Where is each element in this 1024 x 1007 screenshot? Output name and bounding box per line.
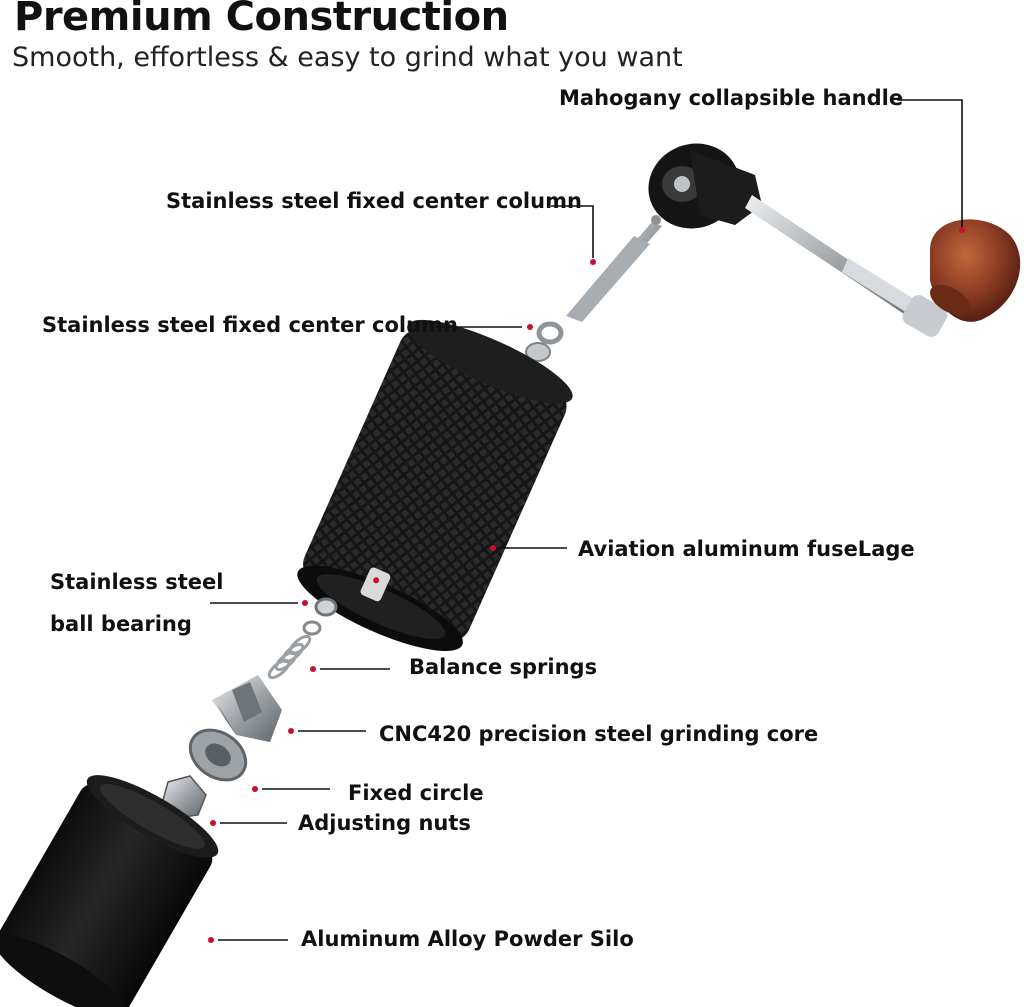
page-subtitle: Smooth, effortless & easy to grind what … (12, 42, 683, 73)
marker-springs (310, 666, 316, 672)
leader-handle (897, 99, 963, 228)
leader-lines (210, 99, 963, 941)
fuselage-illustration (297, 319, 573, 651)
page-title: Premium Construction (14, 0, 509, 40)
label-bearing-line2: ball bearing (50, 612, 192, 636)
marker-fuselage (490, 545, 496, 551)
marker-bearing (302, 600, 308, 606)
label-fixed-circle: Fixed circle (348, 781, 484, 805)
marker-dots (208, 227, 965, 943)
marker-handle (959, 227, 965, 233)
label-bearing-line1: Stainless steel (50, 570, 224, 594)
washer-illustration (525, 321, 564, 362)
handle-illustration (648, 143, 1021, 337)
label-nuts: Adjusting nuts (298, 811, 471, 835)
label-fuselage: Aviation aluminum fuseLage (578, 537, 915, 561)
label-springs: Balance springs (409, 655, 598, 679)
label-column-top: Stainless steel fixed center column (166, 189, 582, 213)
bearing-illustration (302, 597, 338, 636)
label-column-lower: Stainless steel fixed center column (42, 313, 458, 337)
label-handle: Mahogany collapsible handle (559, 86, 904, 110)
marker-grinding-core (288, 728, 294, 734)
springs-illustration (267, 634, 312, 680)
grinding-core-illustration (212, 675, 282, 742)
label-silo: Aluminum Alloy Powder Silo (301, 927, 634, 951)
fixed-circle-illustration (188, 728, 248, 782)
center-column-illustration (566, 215, 662, 322)
marker-column-top (590, 259, 596, 265)
marker-fixed-circle (252, 786, 258, 792)
marker-silo (208, 937, 214, 943)
marker-column-lower (527, 324, 533, 330)
leader-column-top (551, 205, 594, 258)
marker-nuts (210, 820, 216, 826)
label-grinding-core: CNC420 precision steel grinding core (379, 722, 819, 746)
powder-silo-illustration (0, 775, 219, 1007)
